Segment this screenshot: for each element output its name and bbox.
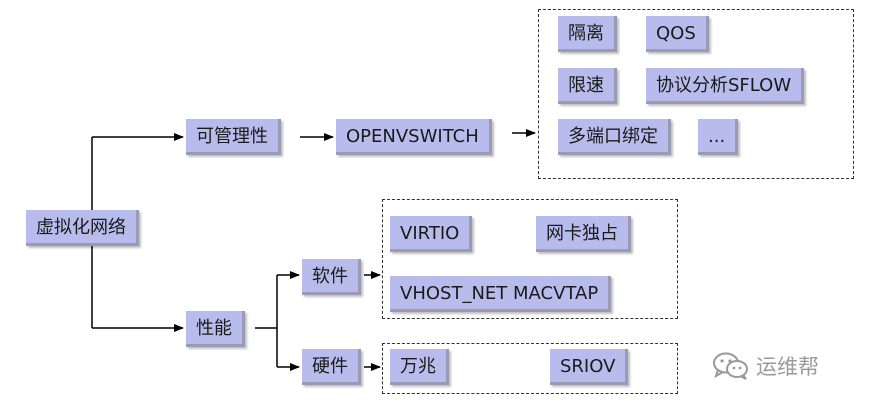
- manageable-node: 可管理性: [186, 119, 281, 155]
- software-group: [382, 199, 678, 319]
- feature-rate-limit: 限速: [558, 68, 617, 104]
- wechat-icon: [712, 351, 750, 381]
- hardware-group: [382, 343, 678, 394]
- software-item-virtio: VIRTIO: [390, 216, 473, 252]
- feature-isolation: 隔离: [558, 16, 617, 52]
- software-item-vhost-macvtap: VHOST_NET MACVTAP: [390, 276, 612, 312]
- feature-bonding: 多端口绑定: [558, 119, 671, 155]
- feature-more: ...: [698, 119, 739, 155]
- software-node: 软件: [302, 259, 361, 295]
- feature-qos: QOS: [646, 16, 709, 52]
- hardware-item-sriov: SRIOV: [550, 349, 629, 385]
- performance-node: 性能: [186, 311, 245, 347]
- hardware-item-10g: 万兆: [390, 349, 449, 385]
- root-node: 虚拟化网络: [26, 210, 139, 246]
- watermark-text: 运维帮: [756, 355, 819, 379]
- hardware-node: 硬件: [302, 349, 361, 385]
- features-group: [538, 9, 854, 179]
- openvswitch-node: OPENVSWITCH: [336, 119, 492, 155]
- watermark: 运维帮: [712, 348, 819, 384]
- software-item-nic-exclusive: 网卡独占: [536, 216, 631, 252]
- feature-sflow: 协议分析SFLOW: [646, 68, 805, 104]
